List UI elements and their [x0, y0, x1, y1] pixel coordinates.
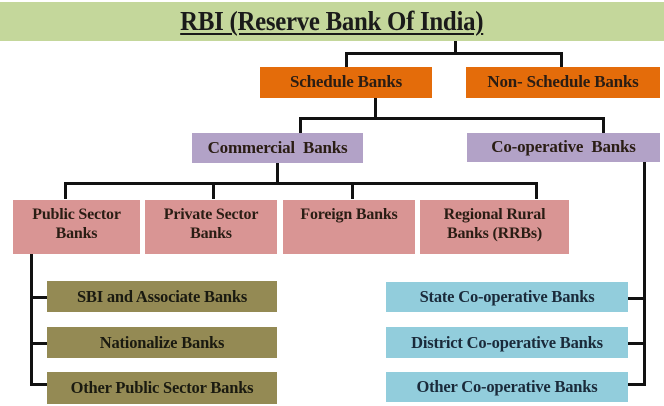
connector-commercial-stem	[276, 163, 279, 184]
connector-to-nationalize	[30, 342, 48, 345]
node-label-line1: Private Sector	[163, 206, 259, 223]
node-schedule-banks: Schedule Banks	[260, 67, 432, 98]
node-label: SBI and Associate Banks	[76, 286, 248, 306]
node-label-line2: Banks (RRBs)	[447, 225, 542, 243]
connector-to-public	[64, 182, 67, 199]
node-other-cooperative-banks: Other Co-operative Banks	[386, 372, 628, 402]
connector-to-other-public	[30, 383, 48, 386]
connector-to-sbi	[30, 296, 48, 299]
node-label: Co-operative Banks	[491, 137, 636, 157]
connector-to-private	[212, 182, 215, 199]
connector-schedule-stem	[374, 98, 377, 119]
node-label-line2: Banks	[190, 225, 232, 243]
connector-cooperative-stem	[643, 162, 646, 386]
node-state-cooperative-banks: State Co-operative Banks	[386, 282, 628, 312]
node-cooperative-banks: Co-operative Banks	[467, 133, 660, 162]
node-commercial-banks: Commercial Banks	[192, 133, 363, 163]
node-district-cooperative-banks: District Co-operative Banks	[386, 327, 628, 358]
node-label: Schedule Banks	[290, 72, 402, 92]
node-label: Commercial Banks	[207, 137, 348, 157]
chart-title: RBI (Reserve Bank Of India)	[180, 6, 484, 36]
connector-to-non-schedule	[560, 52, 563, 67]
node-non-schedule-banks: Non- Schedule Banks	[466, 67, 660, 98]
node-foreign-banks: Foreign Banks	[283, 200, 415, 254]
connector-to-rrb	[535, 182, 538, 199]
node-label: State Co-operative Banks	[419, 287, 595, 307]
node-other-public-sector-banks: Other Public Sector Banks	[47, 372, 277, 404]
connector-root-stem	[454, 41, 457, 54]
connector-to-foreign	[351, 182, 354, 199]
connector-to-district-coop	[628, 342, 646, 345]
connector-level2-bar	[299, 117, 605, 120]
node-label: Nationalize Banks	[99, 332, 225, 352]
node-label-line1: Public Sector	[32, 206, 121, 223]
node-nationalize-banks: Nationalize Banks	[47, 327, 277, 358]
connector-level3-bar	[64, 182, 538, 185]
node-label: Other Co-operative Banks	[416, 377, 598, 397]
connector-to-cooperative	[602, 117, 605, 133]
title-banner: RBI (Reserve Bank Of India)	[0, 2, 664, 41]
node-label-line1: Foreign Banks	[300, 206, 398, 223]
connector-to-other-coop	[628, 383, 646, 386]
connector-public-stem	[30, 254, 33, 386]
node-sbi-associate-banks: SBI and Associate Banks	[47, 281, 277, 312]
connector-level1-bar	[345, 52, 563, 55]
node-label-line1: Regional Rural	[443, 206, 546, 223]
node-label: Non- Schedule Banks	[487, 72, 639, 92]
connector-to-state-coop	[628, 297, 646, 300]
node-label: District Co-operative Banks	[411, 332, 603, 352]
connector-to-schedule	[345, 52, 348, 67]
connector-to-commercial	[299, 117, 302, 133]
node-label-line2: Banks	[55, 225, 98, 243]
node-label: Other Public Sector Banks	[70, 378, 254, 398]
